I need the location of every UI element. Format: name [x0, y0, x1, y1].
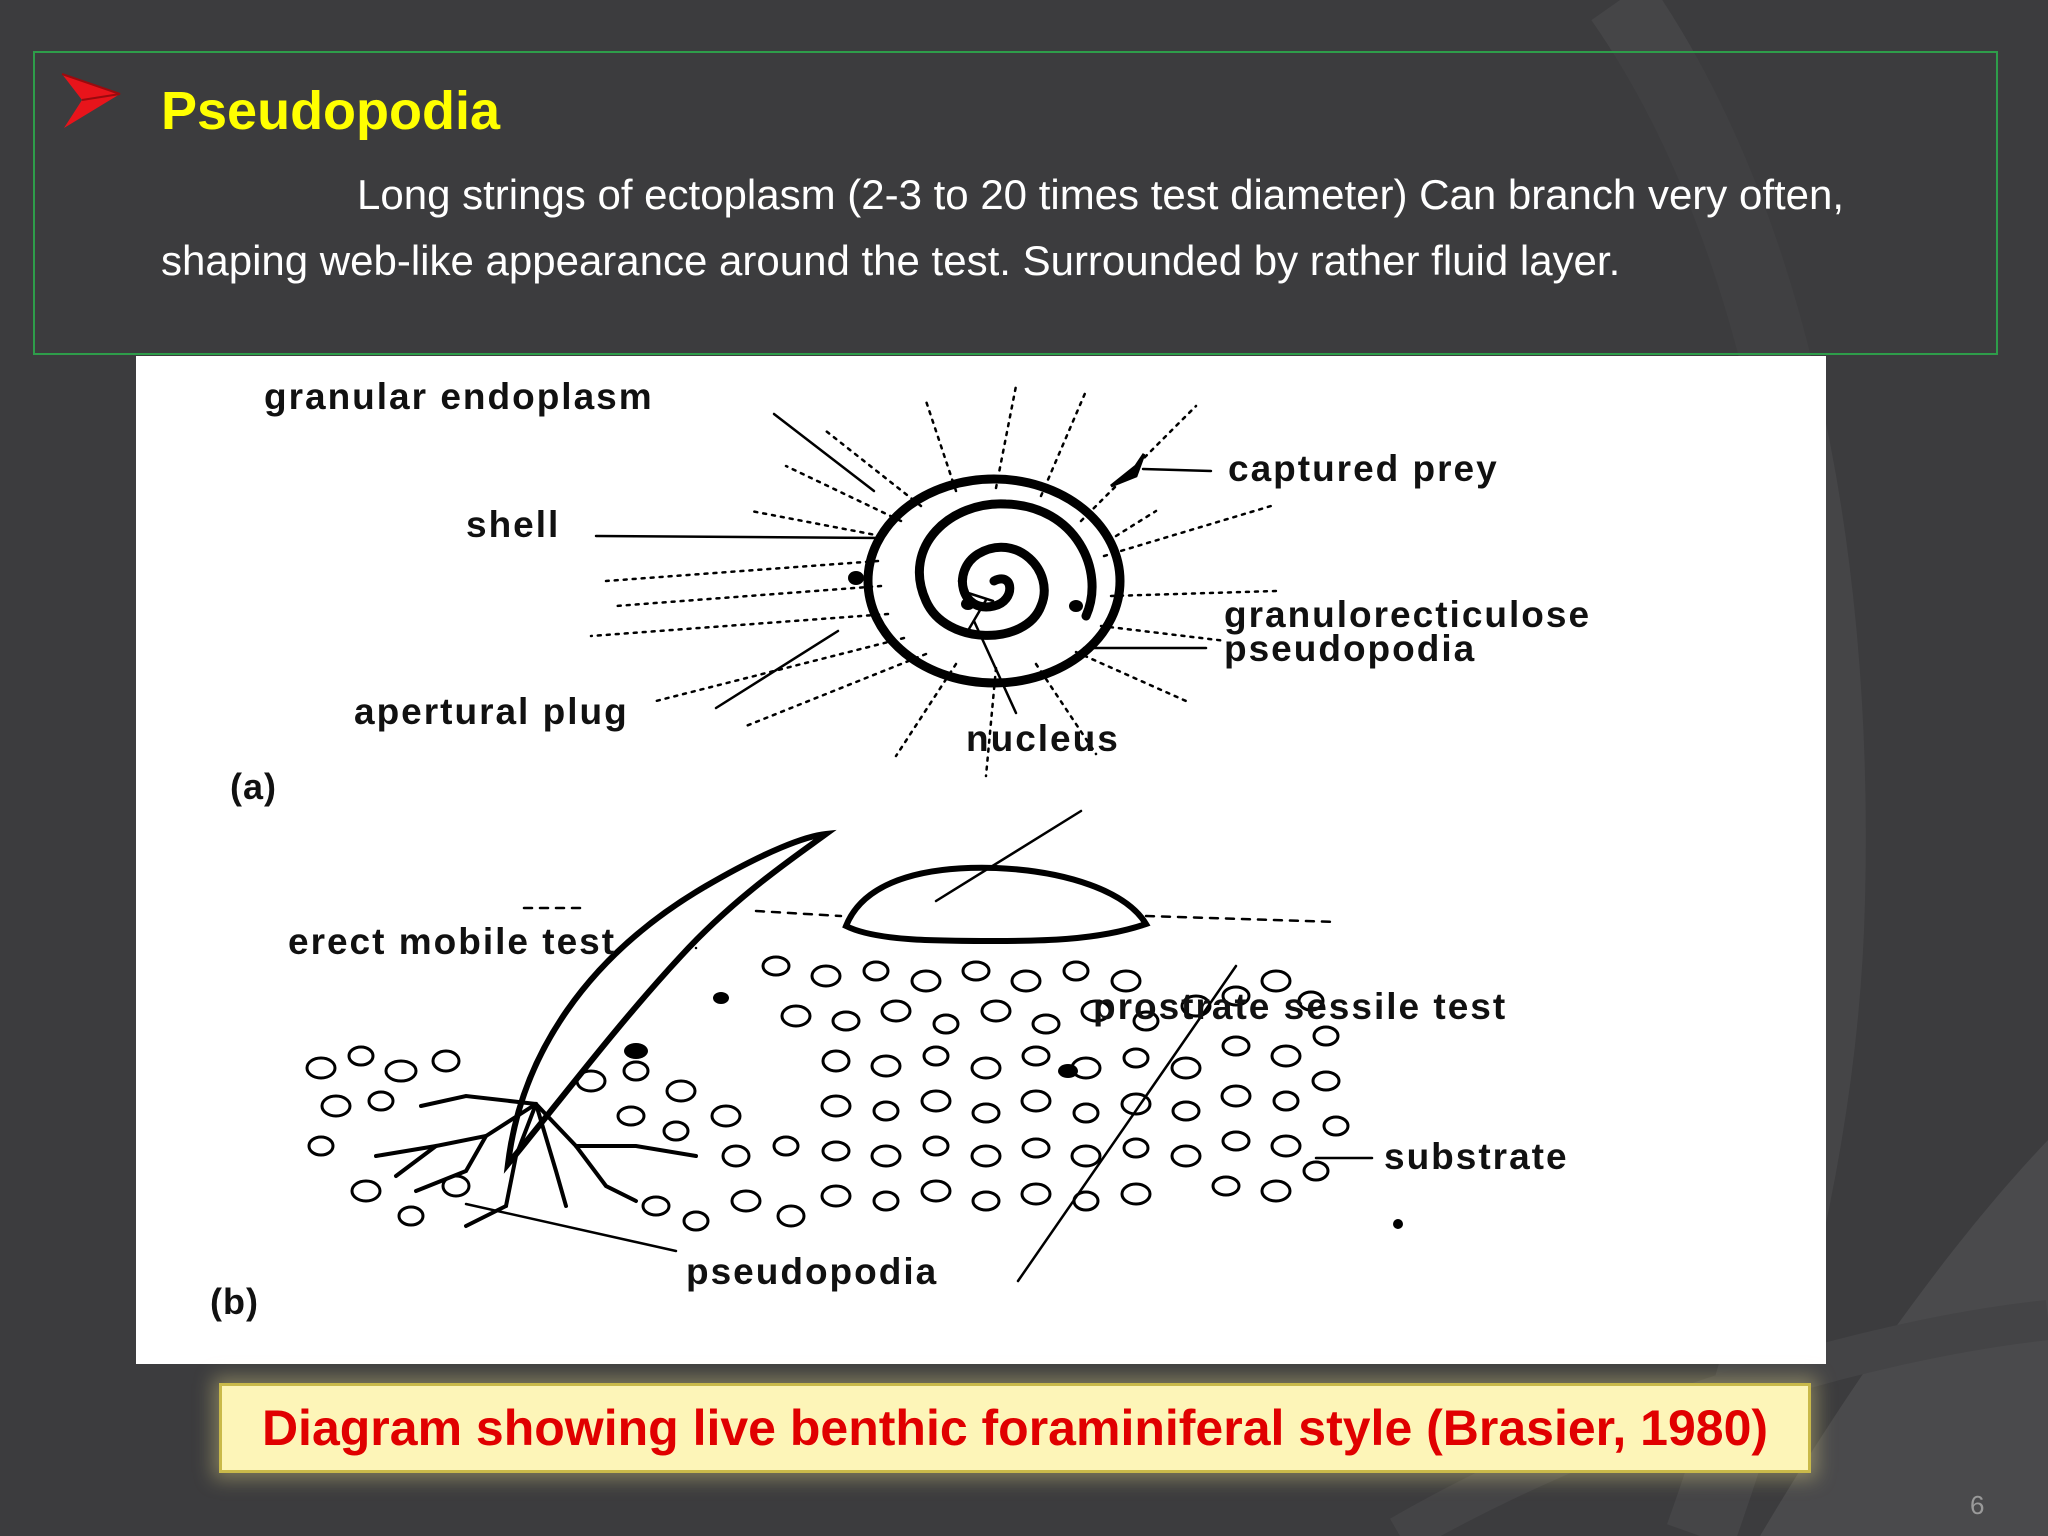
- sediment-surface: [522, 906, 1338, 924]
- panel-label-a: (a): [230, 766, 277, 807]
- diagram-drawing: [305, 384, 1403, 1283]
- label-nucleus: nucleus: [966, 718, 1120, 759]
- leader-lines-a: [594, 412, 1213, 715]
- slide-body-text: Long strings of ectoplasm (2-3 to 20 tim…: [161, 171, 1845, 284]
- sessile-test-outline: [842, 864, 1151, 944]
- label-pseudopodia-b: pseudopodia: [686, 1251, 939, 1292]
- figure-caption-box: Diagram showing live benthic foraminifer…: [219, 1383, 1811, 1473]
- nuclei-dots: [624, 571, 1403, 1229]
- label-captured-prey: captured prey: [1228, 448, 1499, 489]
- header-box: [33, 51, 1998, 355]
- arrow-bullet-icon: [61, 73, 121, 128]
- shell-outline: [863, 474, 1125, 688]
- slide-heading: Pseudopodia: [161, 81, 501, 141]
- shell-spiral: [915, 499, 1097, 640]
- label-granulorecticulose: granulorecticulose: [1224, 594, 1592, 635]
- radial-pseudopodia: [589, 384, 1278, 778]
- leader-lines-b: [464, 809, 1374, 1283]
- erect-test-outline: [503, 829, 837, 1174]
- page-number: 6: [1970, 1490, 1985, 1520]
- label-substrate: substrate: [1384, 1136, 1569, 1177]
- foraminifera-diagram: granular endoplasm shell captured prey g…: [136, 356, 1826, 1364]
- label-shell: shell: [466, 504, 561, 545]
- label-granular-endoplasm: granular endoplasm: [264, 376, 654, 417]
- substrate-grains: [305, 955, 1350, 1232]
- branching-pseudopodia: [374, 1093, 698, 1228]
- label-prostrate-sessile-test: prostrate sessile test: [1093, 986, 1508, 1027]
- captured-prey-shape: [1110, 453, 1146, 488]
- label-pseudopodia-a: pseudopodia: [1224, 628, 1477, 669]
- label-apertural-plug: apertural plug: [354, 691, 629, 732]
- label-erect-mobile-test: erect mobile test: [288, 921, 617, 962]
- panel-label-b: (b): [210, 1281, 259, 1322]
- figure-caption: Diagram showing live benthic foraminifer…: [261, 1400, 1769, 1456]
